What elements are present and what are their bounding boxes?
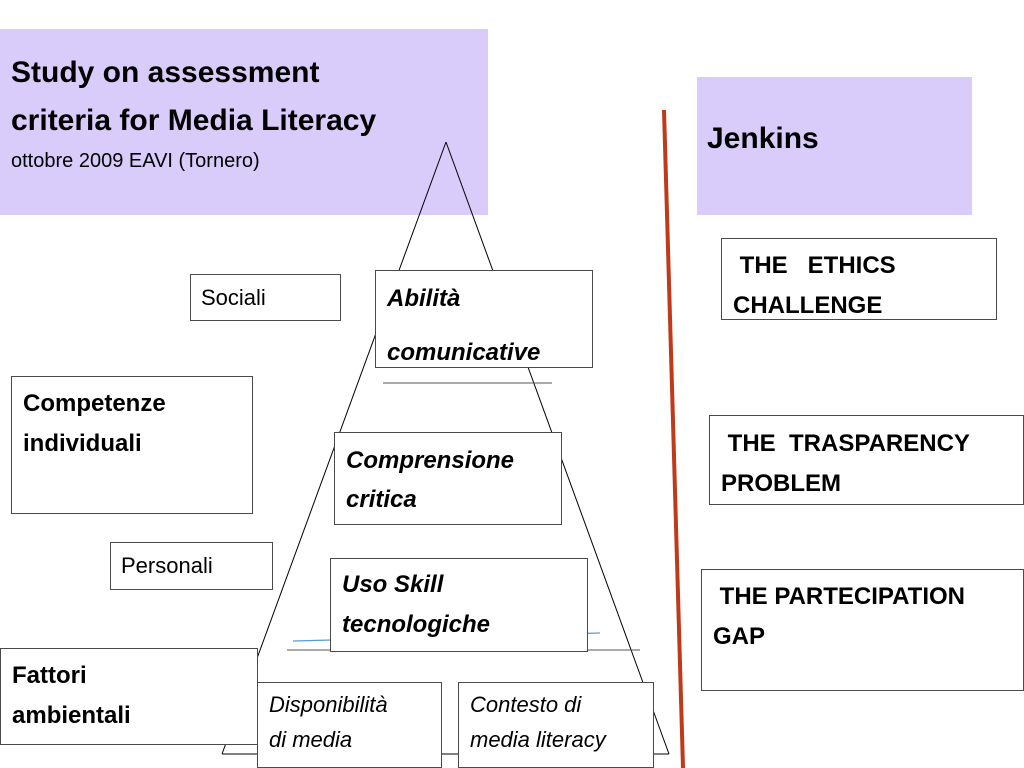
box-uso-skill: Uso Skill tecnologiche [330,558,588,652]
disponibilita-line-1: Disponibilità [269,692,388,717]
box-contesto: Contesto di media literacy [458,682,654,768]
sociali-label: Sociali [201,285,266,310]
vertical-divider [662,109,685,768]
box-sociali: Sociali [190,274,341,321]
participation-line-2: GAP [713,623,766,650]
box-ethics-challenge: THE ETHICS CHALLENGE [721,238,997,320]
box-abilita-comunicative: Abilità comunicative [375,270,593,368]
fattori-line-1: Fattori [12,662,87,689]
comprensione-line-2: critica [346,486,417,513]
title-line-2: criteria for Media Literacy [11,104,377,137]
uso-skill-line-2: tecnologiche [342,611,491,638]
box-personali: Personali [110,542,273,590]
title-panel: Study on assessment criteria for Media L… [0,29,488,215]
transparency-line-2: PROBLEM [721,470,841,497]
competenze-line-2: individuali [23,430,142,457]
fattori-line-2: ambientali [12,702,131,729]
box-disponibilita: Disponibilità di media [257,682,442,768]
abilita-line-2: comunicative [387,339,541,366]
disponibilita-line-2: di media [269,727,353,752]
contesto-line-2: media literacy [470,727,606,752]
comprensione-line-1: Comprensione [346,447,515,474]
box-fattori-ambientali: Fattori ambientali [0,648,258,745]
contesto-line-1: Contesto di [470,692,582,717]
jenkins-panel: Jenkins [697,77,972,215]
title-line-1: Study on assessment [11,56,320,89]
transparency-line-1: THE TRASPARENCY [721,430,970,457]
ethics-line-2: CHALLENGE [733,292,883,319]
ethics-line-1: THE ETHICS [733,252,896,279]
competenze-line-1: Competenze [23,390,166,417]
abilita-line-1: Abilità [387,285,461,312]
personali-label: Personali [121,553,213,578]
box-participation-gap: THE PARTECIPATION GAP [701,569,1024,691]
uso-skill-line-1: Uso Skill [342,571,444,598]
box-competenze-individuali: Competenze individuali [11,376,253,514]
box-comprensione-critica: Comprensione critica [334,432,562,525]
box-transparency-problem: THE TRASPARENCY PROBLEM [709,415,1024,505]
participation-line-1: THE PARTECIPATION [713,583,965,610]
jenkins-label: Jenkins [707,122,819,155]
title-subtitle: ottobre 2009 EAVI (Tornero) [11,150,260,172]
